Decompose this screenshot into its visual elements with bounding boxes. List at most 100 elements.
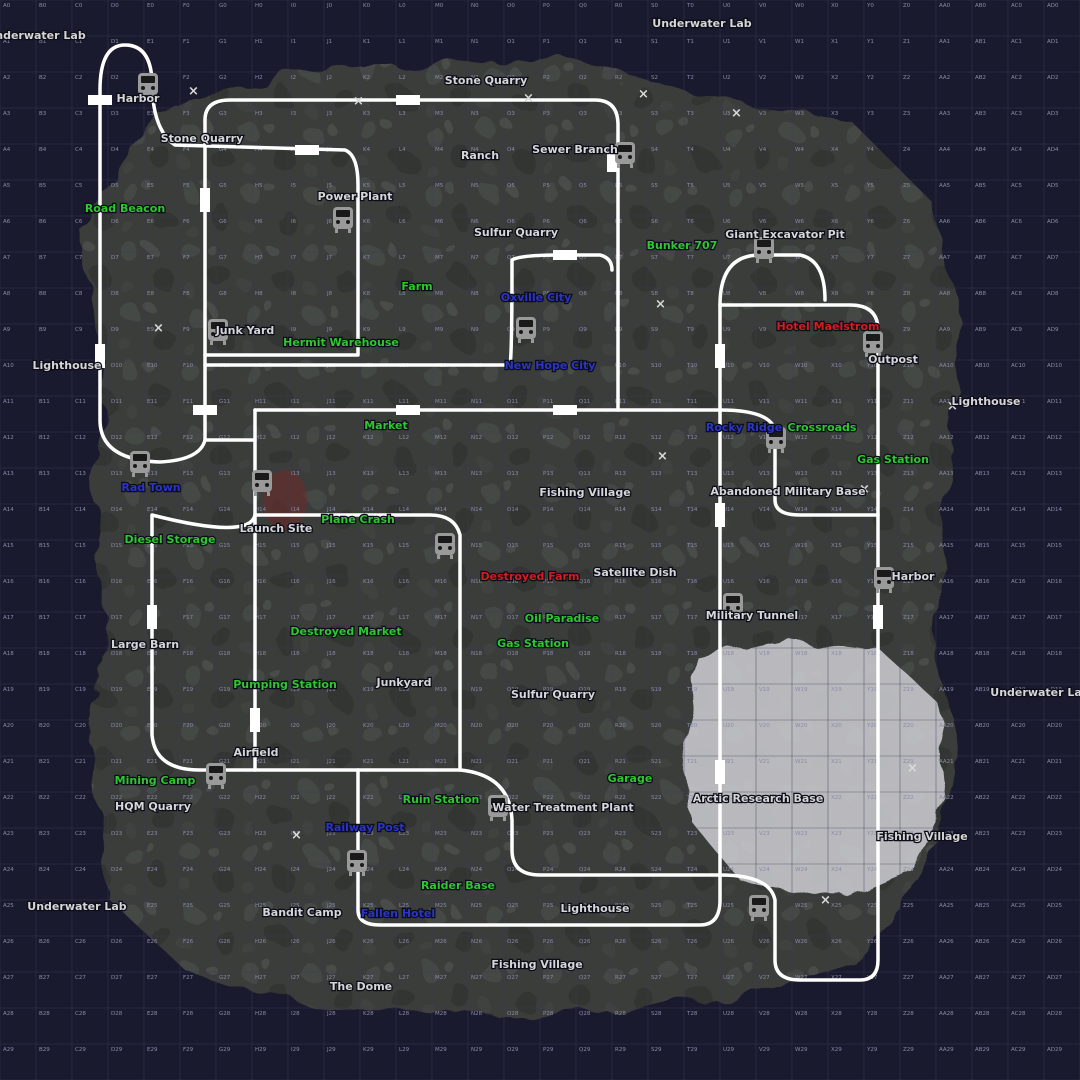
grid-cell-label: S13 xyxy=(651,471,662,477)
grid-cell-label: C9 xyxy=(75,327,83,333)
grid-cell-label: V20 xyxy=(759,723,770,729)
grid-cell-label: U17 xyxy=(723,615,735,621)
grid-cell-label: J11 xyxy=(326,399,336,405)
x-marker-icon[interactable]: × xyxy=(523,91,534,106)
x-marker-icon[interactable]: × xyxy=(188,84,199,99)
grid-cell-label: F23 xyxy=(183,831,194,837)
grid-cell-label: AD5 xyxy=(1047,183,1059,189)
grid-cell-label: AD0 xyxy=(1047,3,1059,9)
x-marker-icon[interactable]: × xyxy=(655,297,666,312)
grid-cell-label: J26 xyxy=(326,939,336,945)
x-marker-icon[interactable]: × xyxy=(657,449,668,464)
grid-cell-label: F13 xyxy=(183,471,194,477)
grid-cell-label: Y20 xyxy=(866,723,878,729)
grid-cell-label: S24 xyxy=(651,867,662,873)
grid-cell-label: A27 xyxy=(3,975,14,981)
monument-label: The Dome xyxy=(330,980,392,993)
grid-cell-label: E7 xyxy=(147,255,154,261)
grid-cell-label: L0 xyxy=(399,3,406,9)
x-marker-icon[interactable]: × xyxy=(859,482,870,497)
grid-cell-label: U24 xyxy=(723,867,735,873)
grid-cell-label: A17 xyxy=(3,615,14,621)
grid-cell-label: U9 xyxy=(723,327,731,333)
grid-cell-label: J3 xyxy=(326,111,333,117)
x-marker-icon[interactable]: × xyxy=(291,828,302,843)
monument-label: Ruin Station xyxy=(403,793,480,806)
grid-cell-label: AD15 xyxy=(1047,543,1062,549)
grid-cell-label: L20 xyxy=(399,723,410,729)
x-marker-icon[interactable]: × xyxy=(353,94,364,109)
grid-cell-label: M25 xyxy=(435,903,447,909)
grid-cell-label: I25 xyxy=(291,903,300,909)
grid-cell-label: H26 xyxy=(255,939,267,945)
grid-cell-label: G17 xyxy=(219,615,231,621)
grid-cell-label: W2 xyxy=(795,75,804,81)
grid-cell-label: H12 xyxy=(255,435,266,441)
grid-cell-label: L3 xyxy=(399,111,406,117)
x-marker-icon[interactable]: × xyxy=(731,106,742,121)
grid-cell-label: D20 xyxy=(111,723,123,729)
grid-cell-label: AC12 xyxy=(1011,435,1026,441)
grid-cell-label: Q20 xyxy=(579,723,591,729)
grid-cell-label: J1 xyxy=(326,39,332,45)
grid-cell-label: I9 xyxy=(291,327,297,333)
grid-cell-label: A28 xyxy=(3,1011,14,1017)
grid-cell-label: V1 xyxy=(759,39,766,45)
grid-cell-label: I24 xyxy=(291,867,300,873)
monument-label: Hotel Maelstrom xyxy=(777,320,880,333)
grid-cell-label: B21 xyxy=(39,759,50,765)
grid-cell-label: D22 xyxy=(111,795,122,801)
grid-cell-label: AD2 xyxy=(1047,75,1059,81)
grid-cell-label: D5 xyxy=(111,183,119,189)
grid-cell-label: F21 xyxy=(183,759,193,765)
grid-cell-label: P10 xyxy=(543,363,554,369)
grid-cell-label: AD10 xyxy=(1047,363,1062,369)
grid-cell-label: T29 xyxy=(686,1047,698,1053)
grid-cell-label: S7 xyxy=(651,255,658,261)
grid-cell-label: P17 xyxy=(543,615,554,621)
grid-cell-label: A0 xyxy=(3,3,11,9)
grid-cell-label: U26 xyxy=(723,939,735,945)
grid-cell-label: H22 xyxy=(255,795,266,801)
x-marker-icon[interactable]: × xyxy=(638,87,649,102)
grid-cell-label: K6 xyxy=(363,219,371,225)
grid-cell-label: C14 xyxy=(75,507,86,513)
grid-cell-label: D9 xyxy=(111,327,119,333)
rail-junction xyxy=(553,250,577,260)
grid-cell-label: X29 xyxy=(831,1047,842,1053)
grid-cell-label: S0 xyxy=(651,3,658,9)
grid-cell-label: Q17 xyxy=(579,615,591,621)
x-marker-icon[interactable]: × xyxy=(907,761,918,776)
grid-cell-label: B3 xyxy=(39,111,47,117)
grid-cell-label: I23 xyxy=(291,831,300,837)
grid-cell-label: U28 xyxy=(723,1011,735,1017)
x-marker-icon[interactable]: × xyxy=(820,893,831,908)
grid-cell-label: B25 xyxy=(39,903,50,909)
grid-cell-label: G6 xyxy=(219,219,227,225)
grid-cell-label: AB16 xyxy=(975,579,990,585)
x-marker-icon[interactable]: × xyxy=(947,399,958,414)
grid-cell-label: V15 xyxy=(759,543,770,549)
grid-cell-label: U22 xyxy=(723,795,734,801)
grid-cell-label: C22 xyxy=(75,795,86,801)
grid-cell-label: V26 xyxy=(759,939,770,945)
x-marker-icon[interactable]: × xyxy=(153,321,164,336)
grid-cell-label: T7 xyxy=(686,255,694,261)
rail-junction xyxy=(95,344,105,368)
grid-cell-label: B18 xyxy=(39,651,50,657)
grid-cell-label: N4 xyxy=(471,147,479,153)
grid-cell-label: A4 xyxy=(3,147,11,153)
grid-cell-label: X4 xyxy=(831,147,839,153)
grid-cell-label: M6 xyxy=(435,219,444,225)
grid-cell-label: R25 xyxy=(615,903,626,909)
grid-cell-label: D0 xyxy=(111,3,119,9)
grid-cell-label: A23 xyxy=(3,831,14,837)
grid-cell-label: E5 xyxy=(147,183,154,189)
grid-cell-label: M3 xyxy=(435,111,444,117)
grid-cell-label: C26 xyxy=(75,939,86,945)
grid-cell-label: Y4 xyxy=(866,147,874,153)
grid-cell-label: X22 xyxy=(831,795,842,801)
grid-cell-label: L26 xyxy=(399,939,410,945)
